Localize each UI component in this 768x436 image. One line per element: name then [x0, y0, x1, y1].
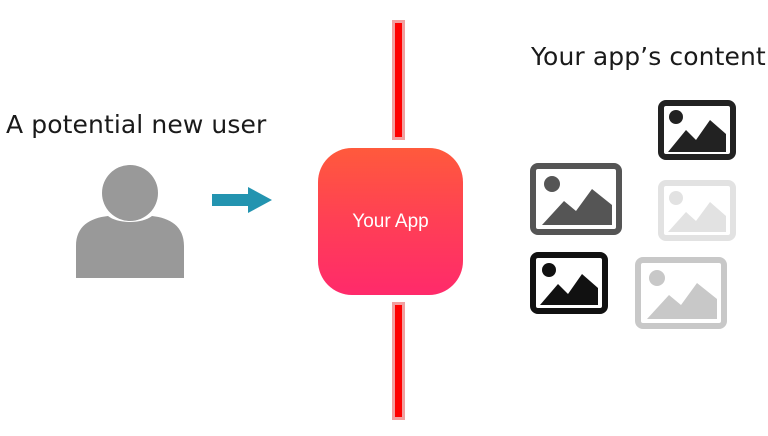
image-icon-1: [658, 100, 736, 160]
image-icon-3: [658, 180, 736, 241]
image-icon-2: [530, 163, 622, 235]
barrier-bottom: [392, 302, 405, 420]
arrow-right-icon: [212, 187, 272, 213]
content-caption: Your app’s content: [531, 42, 766, 71]
app-icon: Your App: [318, 148, 463, 295]
image-icon-4: [530, 252, 608, 314]
image-icon-5: [635, 257, 727, 329]
user-silhouette-icon: [76, 165, 184, 278]
barrier-top: [392, 20, 405, 140]
user-caption: A potential new user: [6, 110, 267, 139]
app-name: Your App: [352, 210, 429, 232]
